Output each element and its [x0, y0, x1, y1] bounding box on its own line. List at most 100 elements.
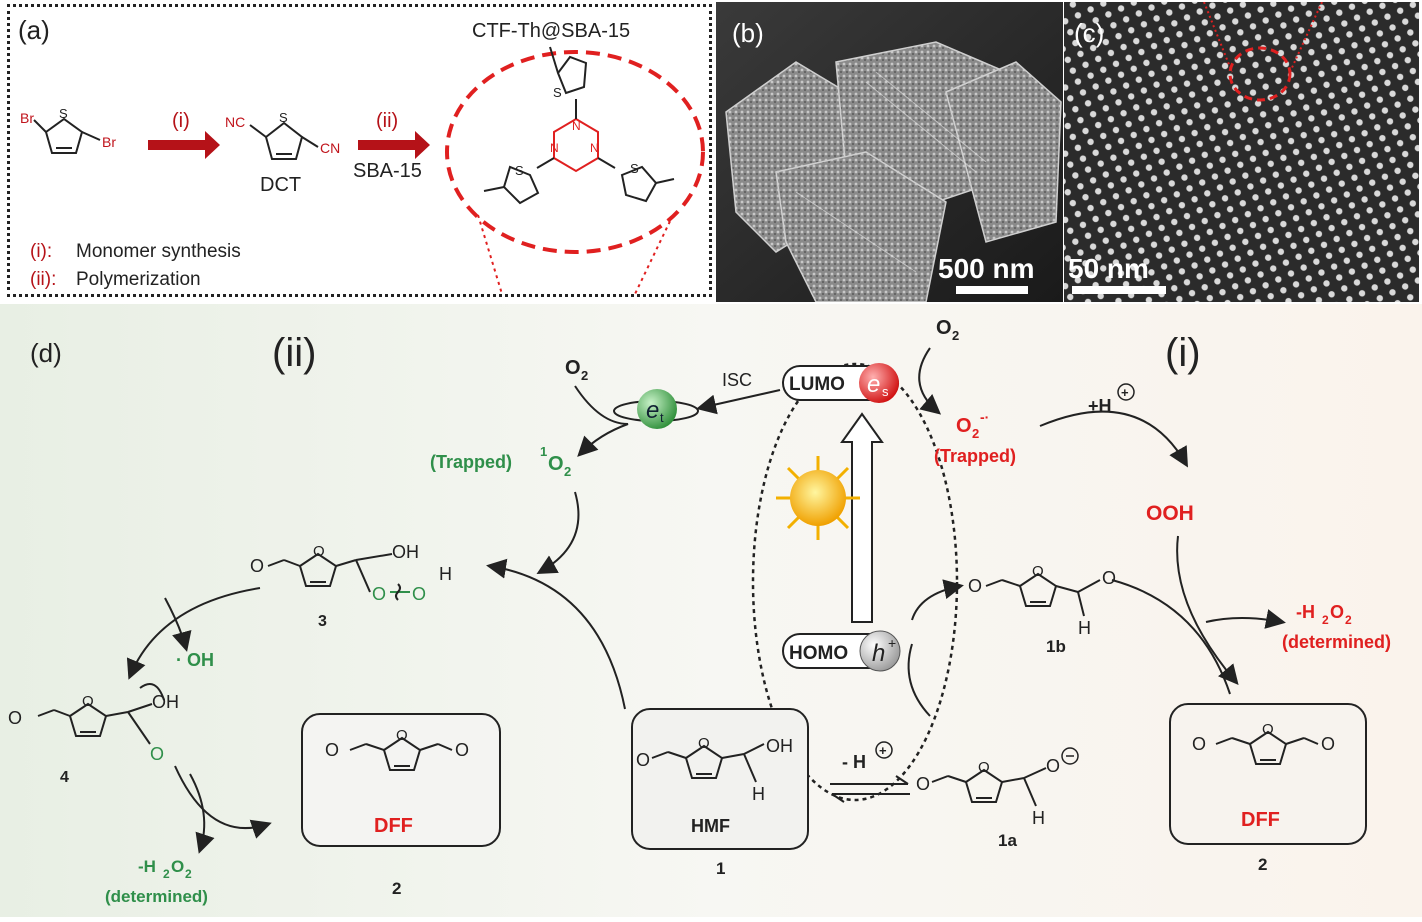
num-2-right: 2: [1258, 855, 1267, 874]
legend-ii-tag: (ii):: [30, 269, 56, 290]
m3-o1: O: [372, 584, 386, 604]
singlet-superscript: 1: [540, 444, 547, 459]
m3-oh: OH: [392, 542, 419, 562]
h2o2-left-sub2: 2: [185, 867, 192, 881]
svg-text:+: +: [1121, 385, 1129, 400]
panel-b-label: (b): [732, 18, 764, 48]
h2o2-right-a: -H: [1296, 602, 1315, 622]
hmf-structure: [651, 743, 765, 783]
homo-label: HOMO: [789, 643, 848, 664]
s-atom-dct: S: [279, 110, 288, 125]
plus-h-label: +H: [1088, 396, 1112, 416]
determined-left: (determined): [105, 887, 208, 906]
h2o2-right-sub1: 2: [1322, 613, 1329, 627]
dibromothiophene: [33, 117, 101, 154]
br-right: Br: [102, 134, 116, 150]
hmf-ring-o: O: [698, 735, 710, 752]
dff-left-label: DFF: [374, 815, 413, 837]
m3-ald-o: O: [250, 556, 264, 576]
determined-right: (determined): [1282, 632, 1391, 652]
molecule-3: [267, 552, 410, 601]
legend-i-tag: (i):: [30, 241, 52, 262]
molecule-1b: [985, 572, 1101, 617]
arrow-h2o2-right: [1205, 609, 1286, 629]
hmf-oh: OH: [766, 736, 793, 756]
dff-right-ring-o: O: [1262, 721, 1274, 738]
panel-c-label: (c): [1074, 18, 1104, 48]
ooh-radical: OOH: [1146, 502, 1194, 525]
m1b-ring-o: O: [1032, 563, 1044, 580]
isc-arrow: [696, 389, 781, 415]
sem-micrograph: (b) 500 nm: [716, 2, 1063, 302]
product-title: CTF-Th@SBA-15: [472, 20, 630, 42]
superoxide-o: O: [956, 415, 972, 437]
m4-ald-o: O: [8, 708, 22, 728]
ctf-structure: [483, 46, 675, 205]
panel-a-label: (a): [18, 15, 50, 45]
molecule-4: [37, 683, 165, 745]
dff-right-o2: O: [1321, 734, 1335, 754]
nc-group: NC: [225, 114, 245, 130]
zoom-line-right: [634, 214, 674, 295]
hole-ball: [859, 630, 901, 672]
route-ii-label: (ii): [272, 331, 316, 375]
minus-h-label: - H: [842, 752, 866, 772]
lumo-label: LUMO: [789, 374, 845, 395]
panel-c-scale-text: 50 nm: [1068, 253, 1149, 284]
panel-c-scale-bar: [1072, 286, 1166, 294]
step-ii-label: (ii): [376, 110, 398, 132]
s-top: S: [553, 85, 562, 100]
dff-left-o2: O: [455, 740, 469, 760]
m4-o-radical: O: [150, 744, 164, 764]
m3-o2: O: [412, 584, 426, 604]
superoxide-trapped-label: (Trapped): [934, 446, 1016, 466]
dff-right-structure: [1215, 730, 1319, 765]
m1b-ald-o: O: [968, 576, 982, 596]
arrow-h2o2-left: [189, 773, 215, 854]
svg-text:+: +: [879, 743, 887, 758]
arrow-step-ii: [358, 131, 430, 159]
panel-a: (a) Br Br S (i) NC CN S DCT (ii) SBA-15: [7, 4, 712, 297]
num-2-left: 2: [392, 879, 401, 898]
o2-right-sub: 2: [952, 328, 959, 343]
arrow-3-to-4: [126, 587, 261, 680]
triplet-electron-ball: [637, 389, 677, 429]
m1a-ring-o: O: [978, 759, 990, 776]
oh-radical: · OH: [176, 650, 214, 670]
panel-d: (d) (ii) (i) LUMO e s HOMO h +: [0, 304, 1422, 917]
dct-label: DCT: [260, 174, 301, 196]
panel-a-scheme: (a) Br Br S (i) NC CN S DCT (ii) SBA-15: [18, 15, 705, 295]
num-1a: 1a: [998, 831, 1017, 850]
arrow-1b-to-dff: [1111, 579, 1231, 695]
m1a-h: H: [1032, 808, 1045, 828]
dff-right-label: DFF: [1241, 809, 1280, 831]
dct-molecule: [249, 121, 319, 160]
o2-right: O: [936, 317, 952, 339]
et-subscript: t: [660, 410, 664, 425]
num-4: 4: [60, 769, 69, 786]
s-left: S: [515, 163, 524, 178]
panel-b-scale-text: 500 nm: [938, 253, 1035, 284]
pore-highlight: [1228, 46, 1292, 102]
dff-box-right: [1169, 703, 1367, 845]
legend-i-text: Monomer synthesis: [76, 241, 241, 262]
hmf-ald-o: O: [636, 750, 650, 770]
m1b-h: H: [1078, 618, 1091, 638]
svg-text:-·: -·: [980, 409, 989, 425]
panel-b-scale-bar: [956, 286, 1028, 294]
m4-ring-o: O: [82, 693, 94, 710]
m1a-ald-o: O: [916, 774, 930, 794]
num-1: 1: [716, 859, 725, 878]
legend-ii-text: Polymerization: [76, 269, 201, 290]
singlet-o: O: [548, 453, 564, 475]
triazine-n1: N: [572, 119, 581, 133]
singlet-formation-arrow: [574, 385, 629, 457]
m1a-o-minus: O: [1046, 756, 1060, 776]
sun-icon: [776, 456, 860, 540]
excited-electron-ball: [859, 363, 899, 403]
arrow-hmf-to-3: [486, 558, 626, 710]
es-label: e: [867, 371, 880, 398]
h2o2-right-o: O: [1330, 602, 1344, 622]
arrow-ooh-to-dff: [1176, 535, 1239, 686]
arrow-oh-release: [164, 597, 192, 652]
